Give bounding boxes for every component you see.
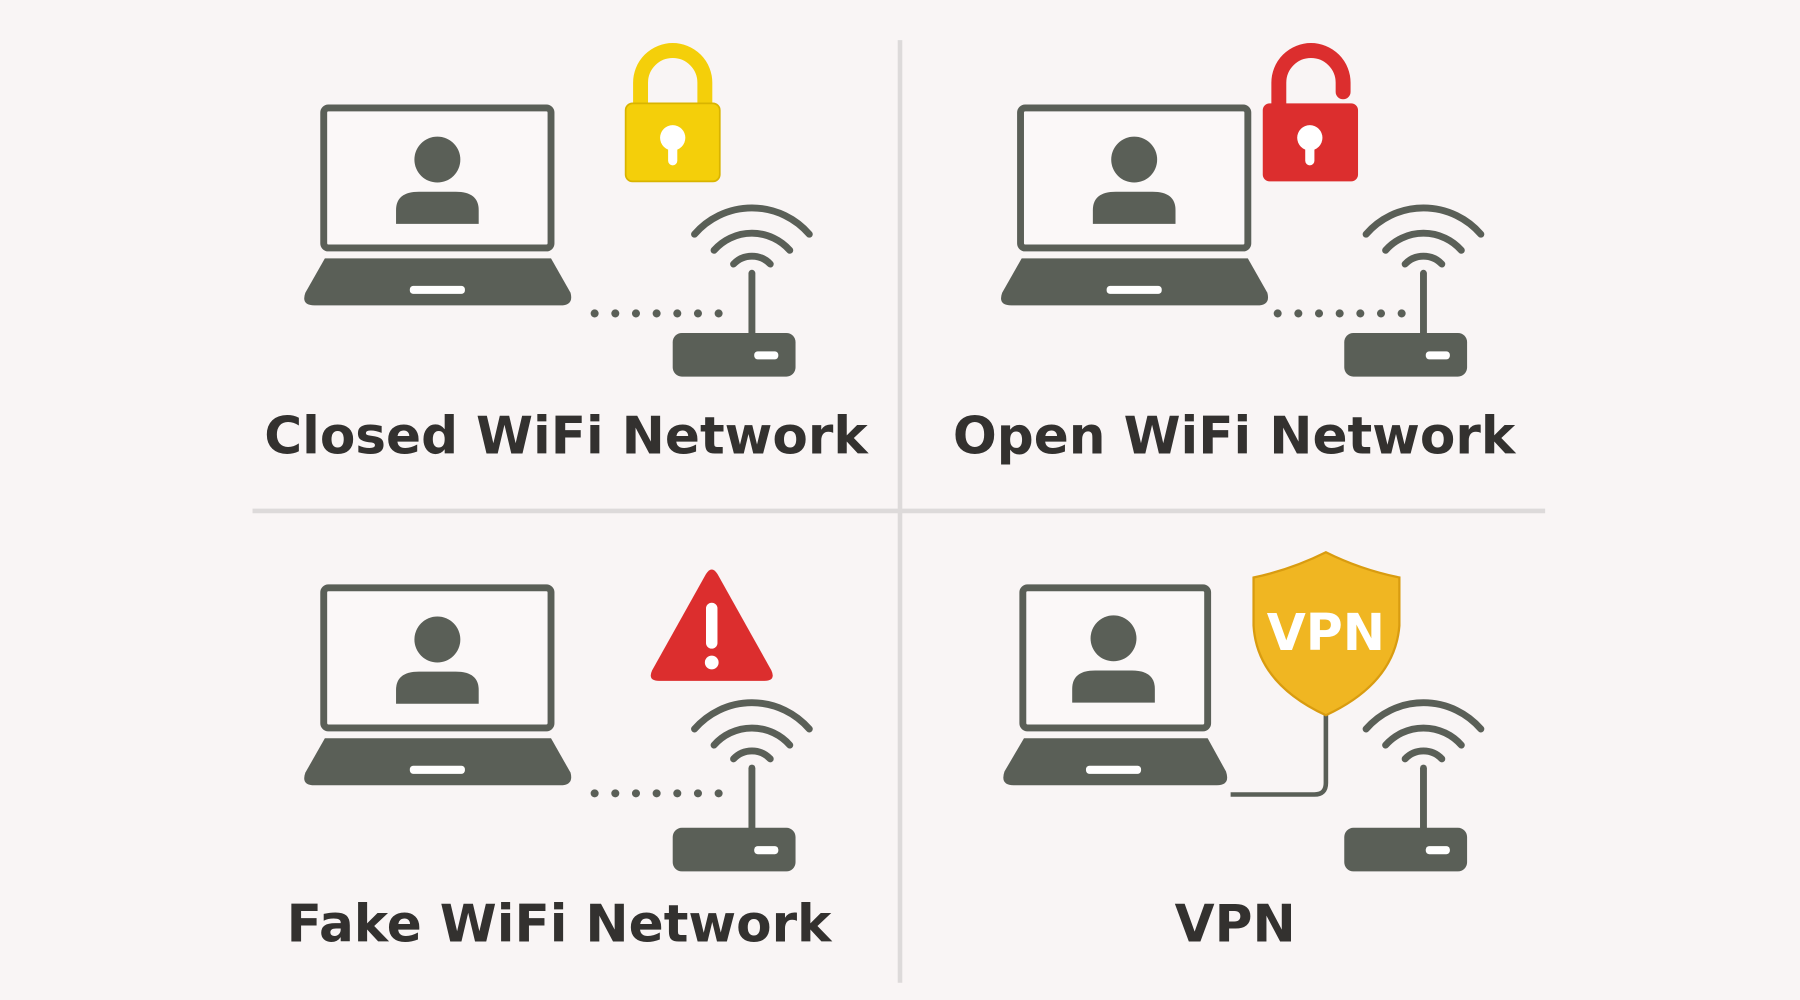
laptop-icon bbox=[1003, 584, 1228, 786]
laptop-icon bbox=[304, 108, 571, 305]
warning-icon bbox=[650, 569, 773, 681]
vpn-cable bbox=[1230, 711, 1329, 797]
panel-label: VPN bbox=[1175, 894, 1296, 954]
panel-label: Closed WiFi Network bbox=[264, 406, 869, 466]
panel-label: Fake WiFi Network bbox=[287, 894, 833, 954]
lock-open-icon bbox=[1262, 43, 1359, 182]
laptop-icon bbox=[304, 588, 571, 785]
panel-closed-wifi: Closed WiFi Network bbox=[264, 43, 869, 467]
vpn-shield-text: VPN bbox=[1267, 603, 1385, 662]
panel-fake-wifi: Fake WiFi Network bbox=[287, 569, 833, 954]
panel-vpn: VPN VPN bbox=[1003, 550, 1481, 954]
panel-open-wifi: Open WiFi Network bbox=[953, 43, 1517, 467]
laptop-icon bbox=[1001, 108, 1268, 305]
panel-label: Open WiFi Network bbox=[953, 406, 1517, 466]
lock-closed-icon bbox=[624, 43, 721, 183]
vpn-shield-icon: VPN bbox=[1252, 550, 1401, 717]
